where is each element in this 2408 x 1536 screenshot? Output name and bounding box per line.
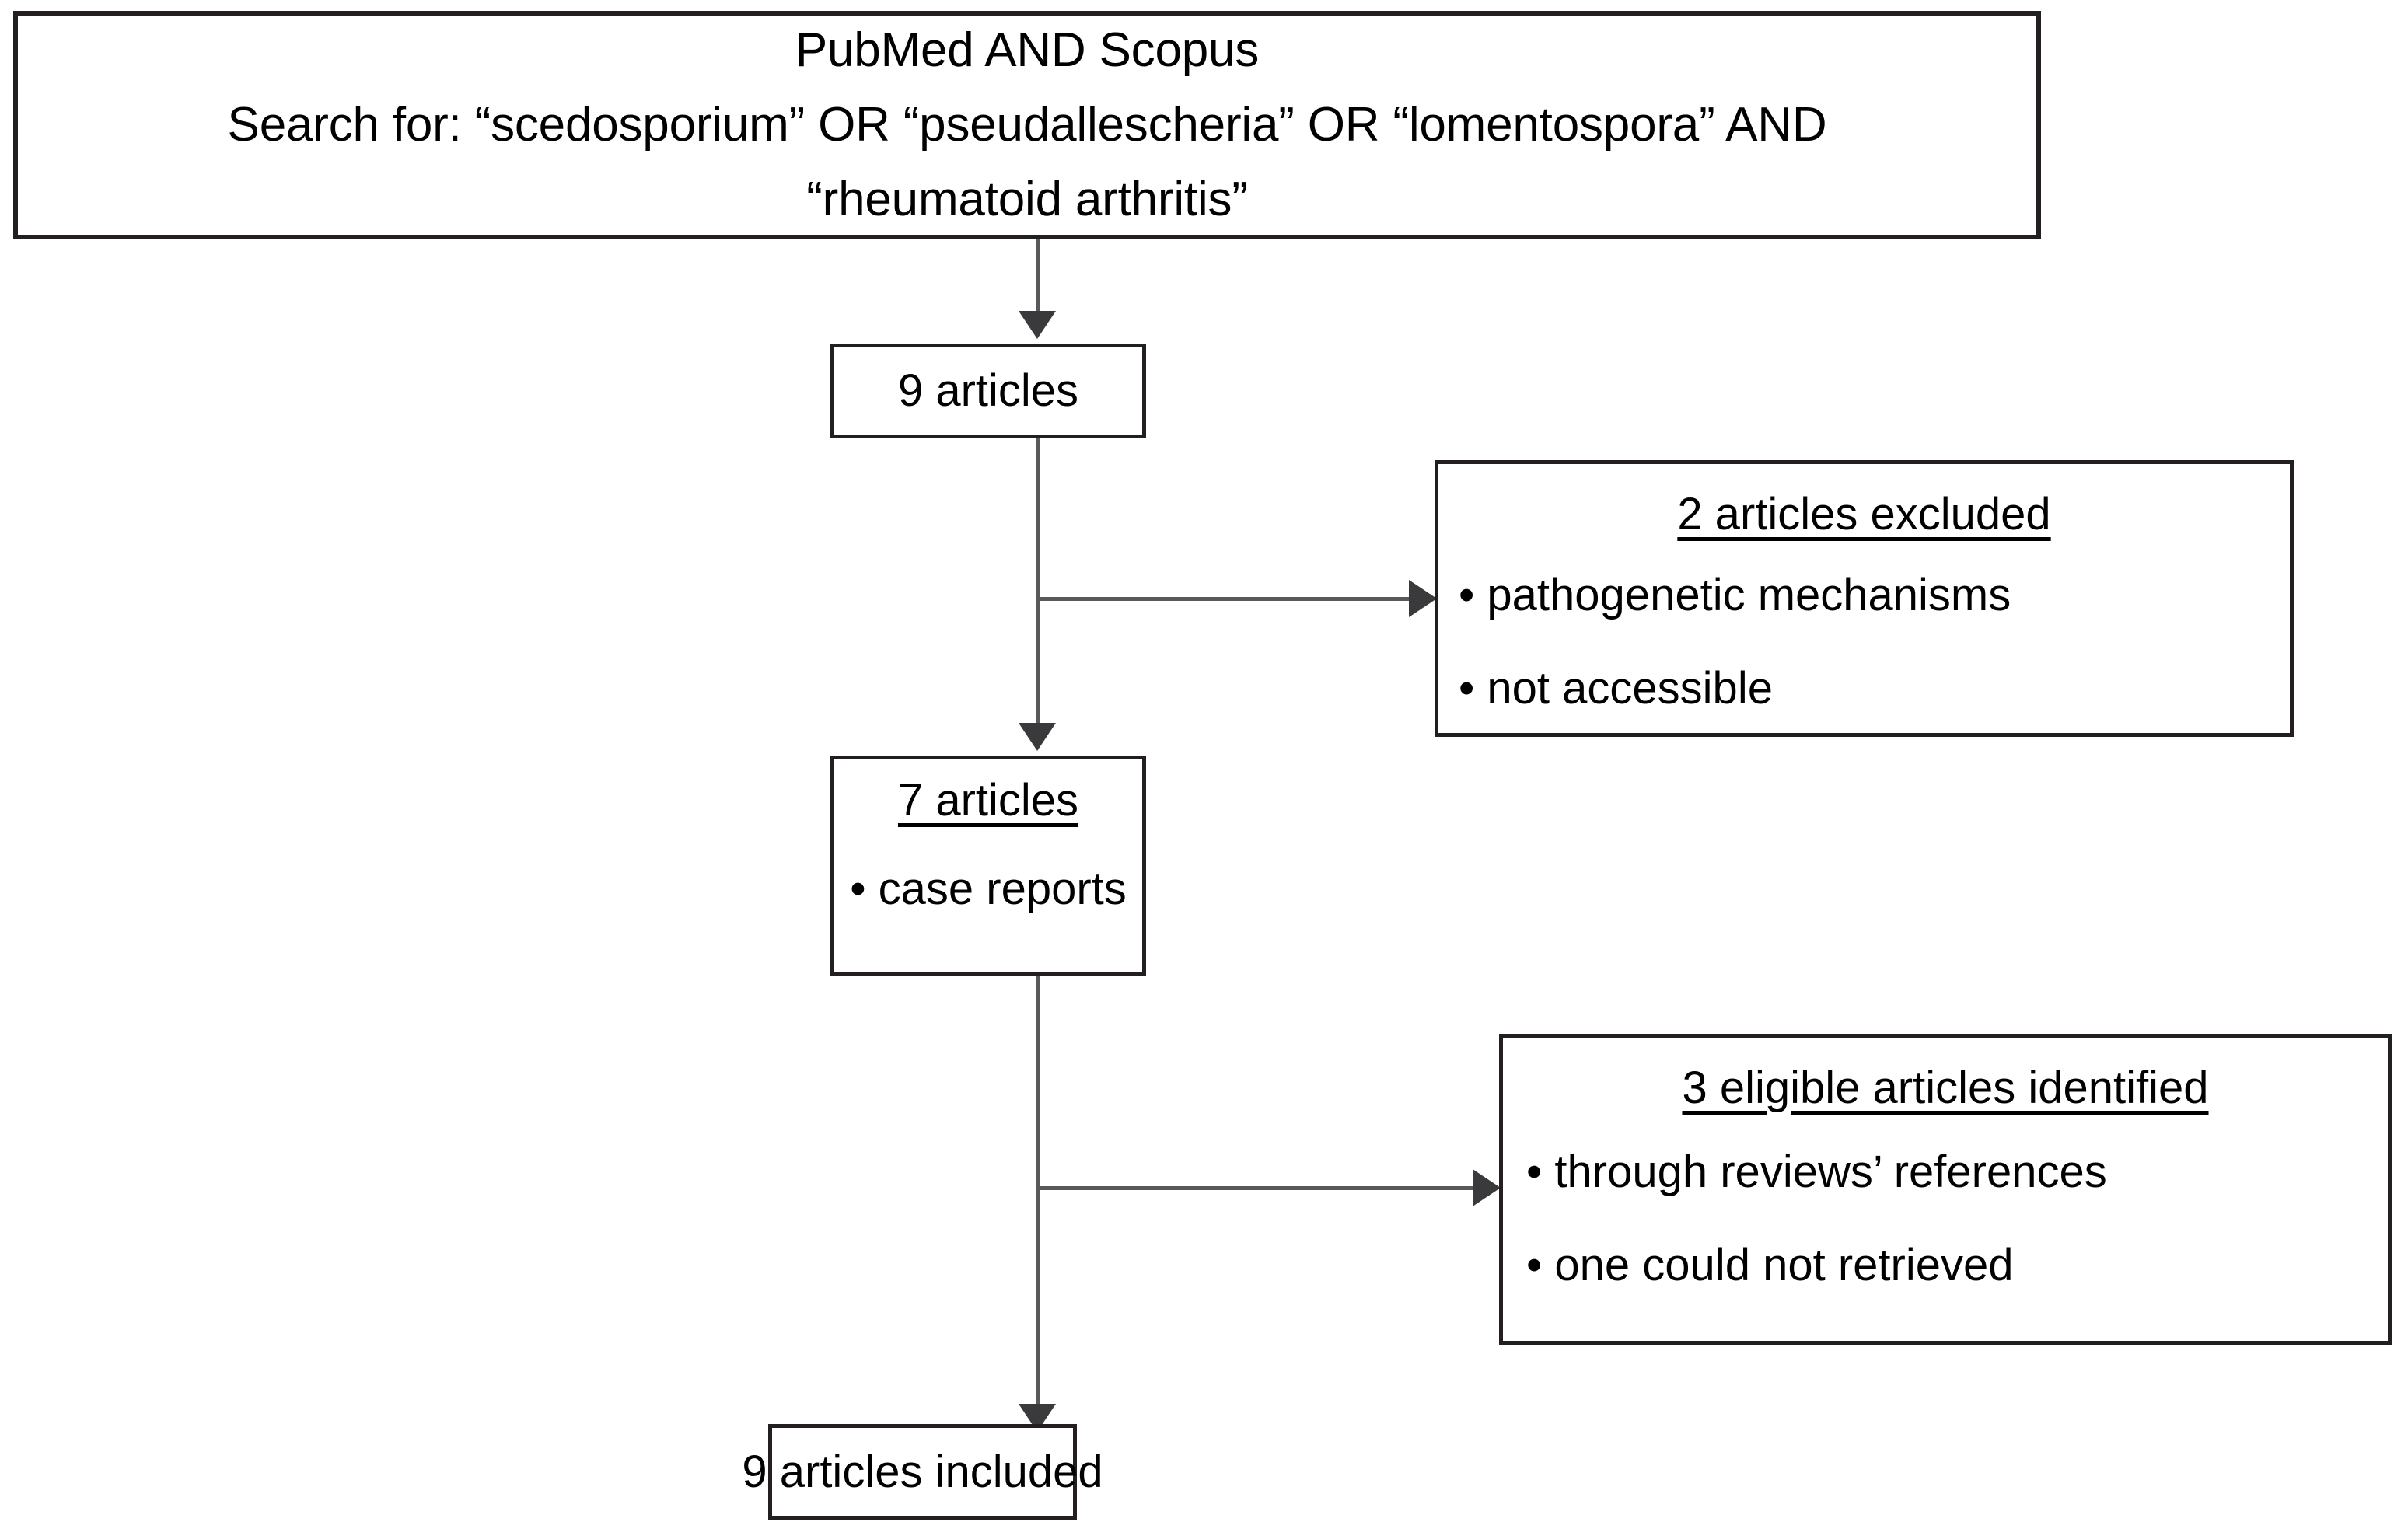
seven-articles-heading: 7 articles — [897, 775, 1079, 826]
articles-included-label: 9 articles included — [742, 1446, 1103, 1497]
connector-search-to-nine — [1036, 239, 1040, 317]
arrowhead-seven-to-eligible — [1473, 1169, 1501, 1206]
search-criteria-box: PubMed AND Scopus Search for: “scedospor… — [13, 11, 2041, 239]
nine-articles-box: 9 articles — [830, 344, 1146, 438]
connector-seven-to-included — [1036, 976, 1040, 1411]
search-condition-line: “rheumatoid arthritis” — [806, 173, 1248, 226]
eligible-articles-heading: 3 eligible articles identified — [1682, 1063, 2209, 1113]
eligible-articles-bullet-list: • through reviews’ references • one coul… — [1503, 1150, 2388, 1288]
list-item: • through reviews’ references — [1526, 1147, 2107, 1197]
articles-excluded-box: 2 articles excluded • pathogenetic mecha… — [1435, 460, 2294, 737]
list-item: • not accessible — [1459, 663, 1773, 714]
connector-nine-to-excluded — [1036, 597, 1417, 601]
list-item: • case reports — [850, 864, 1127, 914]
arrowhead-nine-to-excluded — [1409, 580, 1437, 617]
connector-seven-to-eligible — [1036, 1186, 1480, 1190]
list-item: • one could not retrieved — [1526, 1240, 2014, 1290]
search-terms-line: Search for: “scedosporium” OR “pseudalle… — [227, 98, 1827, 152]
articles-included-box: 9 articles included — [742, 1424, 1103, 1520]
arrowhead-search-to-nine — [1019, 311, 1056, 339]
nine-articles-label: 9 articles — [897, 365, 1079, 416]
search-databases-line: PubMed AND Scopus — [795, 23, 1260, 77]
eligible-articles-box: 3 eligible articles identified • through… — [1499, 1034, 2392, 1345]
articles-excluded-bullet-list: • pathogenetic mechanisms • not accessib… — [1438, 573, 2290, 711]
list-item: • pathogenetic mechanisms — [1459, 570, 2011, 620]
seven-articles-box: 7 articles • case reports — [830, 756, 1146, 976]
connector-nine-to-seven — [1036, 438, 1040, 729]
arrowhead-nine-to-seven — [1019, 723, 1056, 751]
articles-excluded-heading: 2 articles excluded — [1677, 489, 2051, 539]
